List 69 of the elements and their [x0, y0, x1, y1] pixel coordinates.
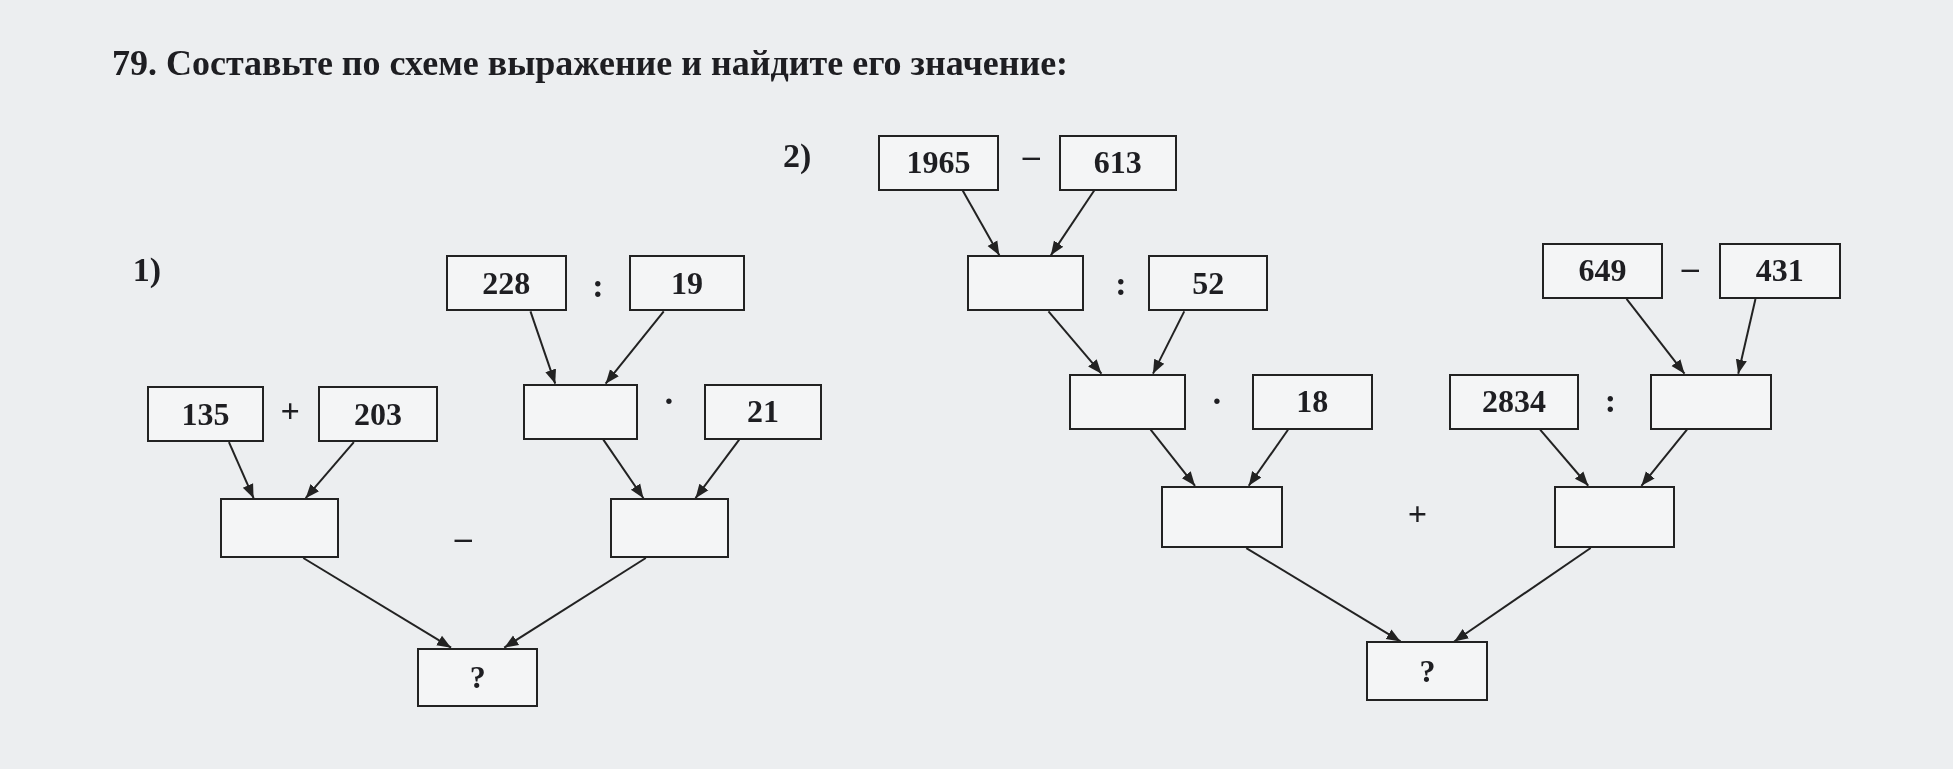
arrow [1149, 428, 1196, 487]
number-box [1148, 255, 1268, 312]
number: 203 [354, 395, 402, 433]
number-box [445, 255, 567, 312]
number-box [1366, 641, 1489, 702]
number: 135 [181, 395, 230, 433]
operator-label: : [592, 267, 604, 306]
operator-label: : [1115, 264, 1127, 303]
number-box [1251, 373, 1373, 430]
number: ? [469, 659, 486, 697]
operator-label: : [1604, 382, 1617, 421]
operator-label: + [280, 392, 300, 430]
number: 613 [1093, 144, 1142, 182]
number: 21 [746, 393, 779, 431]
number: 228 [482, 264, 531, 302]
empty-answer-box [523, 383, 638, 440]
arrow [1625, 297, 1686, 375]
operator-label: 2) [783, 136, 812, 175]
operator-label: 1) [132, 251, 162, 290]
arrow [304, 441, 355, 500]
arrow [604, 310, 665, 385]
arrow [1735, 297, 1757, 375]
number-box [1448, 373, 1580, 430]
number-box [629, 255, 745, 312]
operator-label: · [663, 382, 675, 421]
arrow [503, 557, 647, 649]
operator-label: – [1681, 248, 1699, 287]
empty-answer-box [220, 498, 339, 558]
operator-label: – [1022, 136, 1040, 175]
number: 431 [1755, 252, 1804, 290]
number: 19 [670, 264, 703, 302]
arrow [1640, 428, 1688, 487]
empty-answer-box [1068, 373, 1186, 430]
arrow [694, 438, 741, 500]
number: 1965 [906, 144, 971, 182]
arrow [1247, 428, 1289, 487]
empty-answer-box [610, 498, 729, 558]
arrow [1047, 310, 1103, 375]
number-box [1058, 134, 1177, 191]
number: 52 [1192, 264, 1225, 302]
empty-answer-box [966, 255, 1084, 312]
number-box [146, 386, 265, 443]
empty-answer-box [1650, 373, 1773, 430]
number: 649 [1578, 252, 1627, 290]
number-box [878, 134, 999, 191]
number-box [317, 386, 439, 443]
number-box [703, 383, 823, 440]
number-box [1718, 242, 1841, 299]
number-box [417, 647, 539, 708]
empty-answer-box [1554, 485, 1676, 548]
arrow [1245, 547, 1402, 643]
exercise-title: 79. Составьте по схеме выражение и найдите его значение: [112, 42, 1069, 84]
arrow [602, 438, 645, 500]
arrow [1151, 310, 1186, 375]
number: ? [1419, 652, 1436, 690]
number-box [1541, 242, 1663, 299]
operator-label: – [454, 519, 472, 558]
operator-label: + [1407, 495, 1428, 534]
arrow [227, 441, 255, 500]
arrow [961, 189, 1001, 257]
arrow [1049, 189, 1096, 257]
empty-answer-box [1160, 485, 1283, 548]
arrow [529, 310, 557, 385]
operator-label: · [1211, 382, 1223, 421]
number: 2834 [1481, 383, 1546, 421]
arrow [1539, 428, 1590, 487]
arrow [1453, 547, 1592, 643]
number: 18 [1296, 383, 1329, 421]
arrow [302, 557, 453, 649]
